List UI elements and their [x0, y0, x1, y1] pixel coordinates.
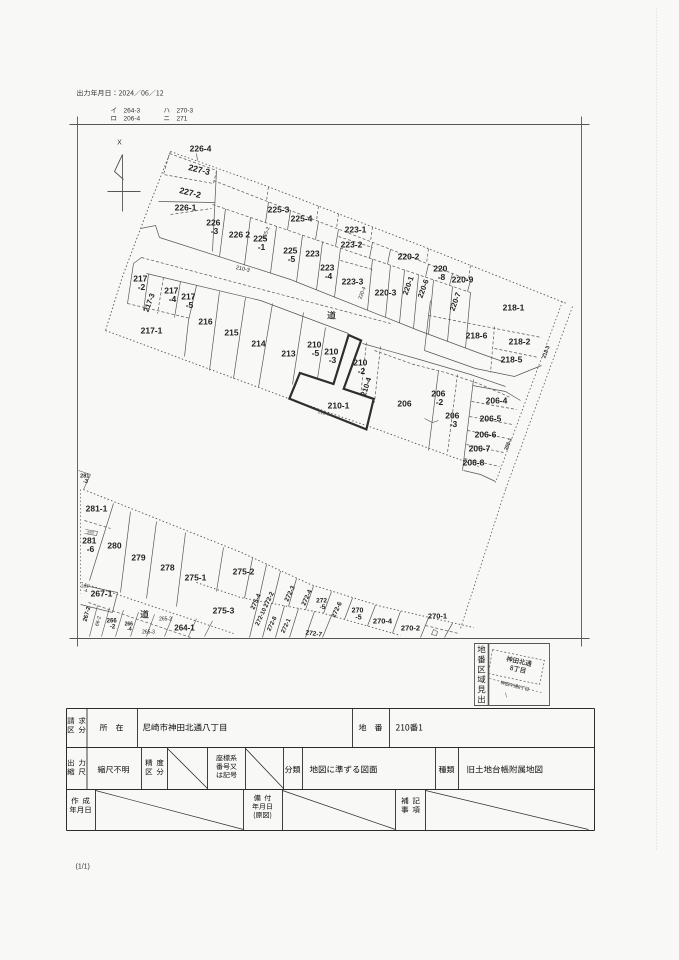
- svg-text:283: 283: [87, 530, 94, 535]
- svg-text:223-3: 223-3: [342, 277, 364, 287]
- svg-text:210 -3: 210 -3: [324, 347, 341, 366]
- svg-text:223-1: 223-1: [345, 225, 367, 235]
- svg-text:225-3: 225-3: [268, 205, 290, 215]
- svg-text:264-3: 264-3: [124, 108, 141, 115]
- svg-text:265-3: 265-3: [142, 630, 155, 636]
- svg-text:220-2: 220-2: [398, 252, 420, 262]
- svg-text:226-4: 226-4: [190, 144, 212, 154]
- svg-text:220-9: 220-9: [452, 275, 474, 285]
- svg-text:206 -2: 206 -2: [431, 389, 448, 408]
- svg-text:225-4: 225-4: [291, 214, 313, 224]
- svg-text:206-8: 206-8: [463, 458, 485, 468]
- svg-text:270-2: 270-2: [401, 624, 420, 633]
- svg-text:281-1: 281-1: [86, 504, 108, 514]
- svg-text:223-2: 223-2: [341, 240, 363, 250]
- svg-text:206-1: 206-1: [504, 437, 514, 451]
- svg-text:223: 223: [305, 249, 319, 259]
- svg-text:226 -3: 226 -3: [206, 218, 223, 237]
- svg-text:218-1: 218-1: [503, 303, 525, 313]
- svg-text:281 -3: 281 -3: [80, 474, 91, 486]
- svg-text:275-2: 275-2: [233, 567, 255, 577]
- svg-text:206-6: 206-6: [475, 430, 497, 440]
- svg-text:267-1: 267-1: [91, 589, 113, 599]
- svg-text:216: 216: [198, 317, 212, 327]
- svg-text:272-7: 272-7: [305, 629, 323, 638]
- svg-text:215: 215: [224, 328, 238, 338]
- svg-text:X: X: [117, 140, 122, 147]
- svg-text:217 -2: 217 -2: [133, 274, 150, 293]
- svg-text:226-1: 226-1: [175, 203, 197, 213]
- svg-text:217 -5: 217 -5: [181, 292, 198, 311]
- svg-text:226 2: 226 2: [229, 230, 251, 240]
- svg-text:220-3: 220-3: [375, 288, 397, 298]
- svg-text:281 -6: 281 -6: [82, 536, 99, 555]
- svg-text:266 -2: 266 -2: [107, 619, 119, 631]
- svg-text:206-5: 206-5: [480, 414, 502, 424]
- svg-text:279: 279: [131, 553, 145, 563]
- svg-text:206-4: 206-4: [124, 116, 141, 123]
- svg-text:210-1: 210-1: [328, 401, 350, 411]
- svg-text:281 -4: 281 -4: [81, 584, 90, 594]
- svg-text:210 -2: 210 -2: [353, 358, 370, 377]
- svg-text:270 -5: 270 -5: [352, 608, 366, 622]
- svg-text:218-6: 218-6: [466, 331, 488, 341]
- svg-text:223 -4: 223 -4: [320, 263, 337, 282]
- svg-text:225 -1: 225 -1: [253, 234, 270, 253]
- svg-text:(1/1): (1/1): [76, 864, 90, 871]
- svg-text:218-3: 218-3: [542, 345, 552, 359]
- svg-text:210 -5: 210 -5: [307, 340, 324, 359]
- svg-text:220 -8: 220 -8: [433, 264, 450, 283]
- svg-text:217 -4: 217 -4: [164, 286, 181, 305]
- svg-text:275-3: 275-3: [213, 606, 235, 616]
- svg-text:270-1: 270-1: [428, 612, 447, 621]
- svg-text:278: 278: [160, 563, 174, 573]
- svg-text:270-4: 270-4: [373, 617, 393, 626]
- svg-text:267-2: 267-2: [83, 605, 93, 622]
- svg-text:266 -4: 266 -4: [125, 622, 135, 633]
- svg-text:264-1: 264-1: [174, 624, 195, 633]
- svg-text:280: 280: [107, 541, 121, 551]
- svg-text:206 -3: 206 -3: [445, 411, 462, 430]
- svg-text:218-2: 218-2: [509, 337, 531, 347]
- svg-text:206: 206: [397, 399, 411, 409]
- svg-text:66-2: 66-2: [94, 615, 102, 626]
- svg-text:275-1: 275-1: [185, 573, 207, 583]
- svg-text:270-3: 270-3: [177, 108, 194, 115]
- svg-text:272 -5: 272 -5: [316, 598, 329, 612]
- svg-text:206-7: 206-7: [469, 444, 491, 454]
- svg-text:220-4: 220-4: [358, 286, 368, 300]
- svg-text:213: 213: [281, 349, 295, 359]
- svg-text:210-3: 210-3: [235, 265, 250, 274]
- svg-text:271: 271: [177, 116, 188, 123]
- svg-text:214: 214: [251, 339, 265, 349]
- svg-text:217-1: 217-1: [141, 326, 163, 336]
- svg-text:206-4: 206-4: [486, 396, 508, 406]
- svg-text:225-2: 225-2: [262, 226, 272, 240]
- svg-text:218-5: 218-5: [501, 355, 523, 365]
- svg-text:210-6: 210-6: [318, 409, 331, 417]
- svg-text:265-2: 265-2: [159, 617, 172, 623]
- svg-text:225 -5: 225 -5: [283, 246, 300, 265]
